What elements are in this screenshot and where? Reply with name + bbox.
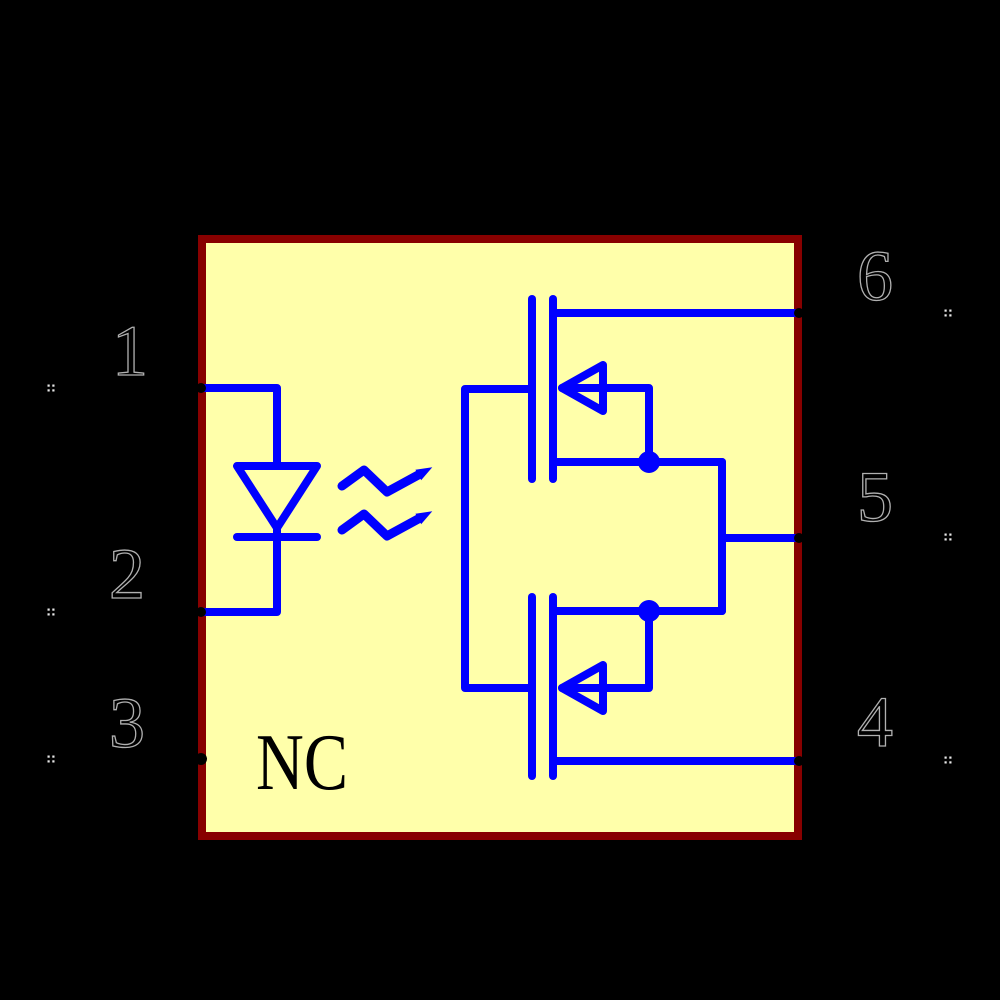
pin-4-endpoint-marker-icon — [944, 756, 952, 764]
pin-2-contact-dot — [196, 607, 206, 617]
pin-5-contact-dot — [794, 533, 804, 543]
external-pins — [48, 308, 952, 766]
pin-3-endpoint-marker-icon — [47, 755, 55, 763]
mosfet-lower — [528, 593, 802, 780]
body-diode-arrow-icon — [558, 661, 607, 715]
led-cathode-wire — [198, 526, 281, 616]
pin-4-contact-dot — [794, 756, 804, 766]
pin-6-endpoint-marker-icon — [944, 309, 952, 317]
junction-dot — [638, 600, 660, 622]
mosfet-upper — [528, 295, 802, 483]
pin-5-number-label: 5 — [857, 457, 893, 537]
pin-1-contact-dot — [196, 383, 206, 393]
pin-endpoint-markers — [47, 309, 952, 764]
led-anode-wire — [198, 384, 281, 466]
pin-4-number-label: 4 — [857, 682, 893, 762]
no-connect-label: NC — [256, 719, 348, 807]
body-diode-wire — [558, 384, 653, 466]
pin-6-number-label: 6 — [857, 236, 893, 316]
pin-3-number-label: 3 — [109, 683, 145, 763]
pin-5-endpoint-marker-icon — [944, 533, 952, 541]
pin-number-labels: 1 2 3 6 5 4 — [108, 235, 893, 763]
photon-arrow-icon — [337, 509, 433, 541]
pin-6-contact-dot — [794, 308, 804, 318]
led-symbol — [198, 384, 321, 616]
pin-1-number-label: 1 — [112, 311, 148, 391]
led-triangle-icon — [233, 462, 321, 532]
pin-3-contact-dot — [195, 753, 207, 765]
pin-2-endpoint-marker-icon — [47, 608, 55, 616]
output-common-bus — [718, 458, 802, 615]
light-emission-arrows — [337, 465, 433, 541]
body-diode-wire — [558, 607, 653, 692]
junction-dot — [638, 451, 660, 473]
internal-circuit — [198, 295, 802, 780]
photon-arrow-icon — [337, 465, 433, 497]
body-diode-arrow-icon — [558, 361, 607, 415]
pin-2-number-label: 2 — [109, 534, 145, 614]
pin-1-endpoint-marker-icon — [47, 384, 55, 392]
gate-bus-wire — [461, 385, 532, 692]
